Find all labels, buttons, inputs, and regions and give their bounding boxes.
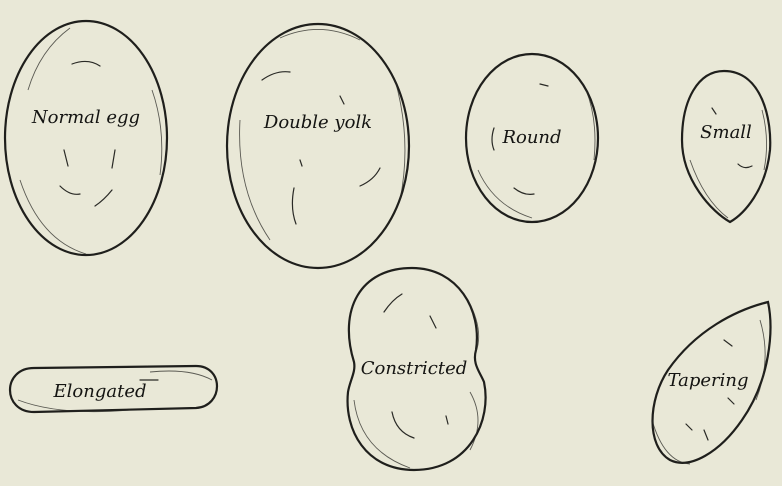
egg-double-yolk-label: Double yolk bbox=[263, 112, 372, 133]
egg-normal: Normal egg bbox=[5, 21, 167, 255]
egg-tapering-label: Tapering bbox=[668, 370, 749, 391]
egg-double-yolk: Double yolk bbox=[227, 24, 409, 268]
egg-round-label: Round bbox=[501, 127, 561, 148]
egg-double-yolk-outline bbox=[227, 24, 409, 268]
egg-small: Small bbox=[682, 71, 770, 222]
egg-round: Round bbox=[466, 54, 598, 222]
egg-normal-marks bbox=[60, 61, 115, 206]
egg-elongated-label: Elongated bbox=[53, 381, 147, 402]
egg-normal-label: Normal egg bbox=[31, 107, 140, 128]
egg-tapering-hatching bbox=[652, 320, 765, 464]
egg-small-outline bbox=[682, 71, 770, 222]
egg-constricted-label: Constricted bbox=[361, 358, 468, 379]
egg-normal-outline bbox=[5, 21, 167, 255]
egg-constricted: Constricted bbox=[348, 268, 486, 470]
egg-double-yolk-marks bbox=[262, 72, 380, 224]
egg-double-yolk-hatching bbox=[240, 29, 405, 240]
egg-constricted-hatching bbox=[354, 300, 479, 468]
egg-elongated: Elongated bbox=[10, 366, 217, 412]
egg-tapering: Tapering bbox=[652, 302, 770, 464]
egg-small-label: Small bbox=[700, 122, 752, 143]
